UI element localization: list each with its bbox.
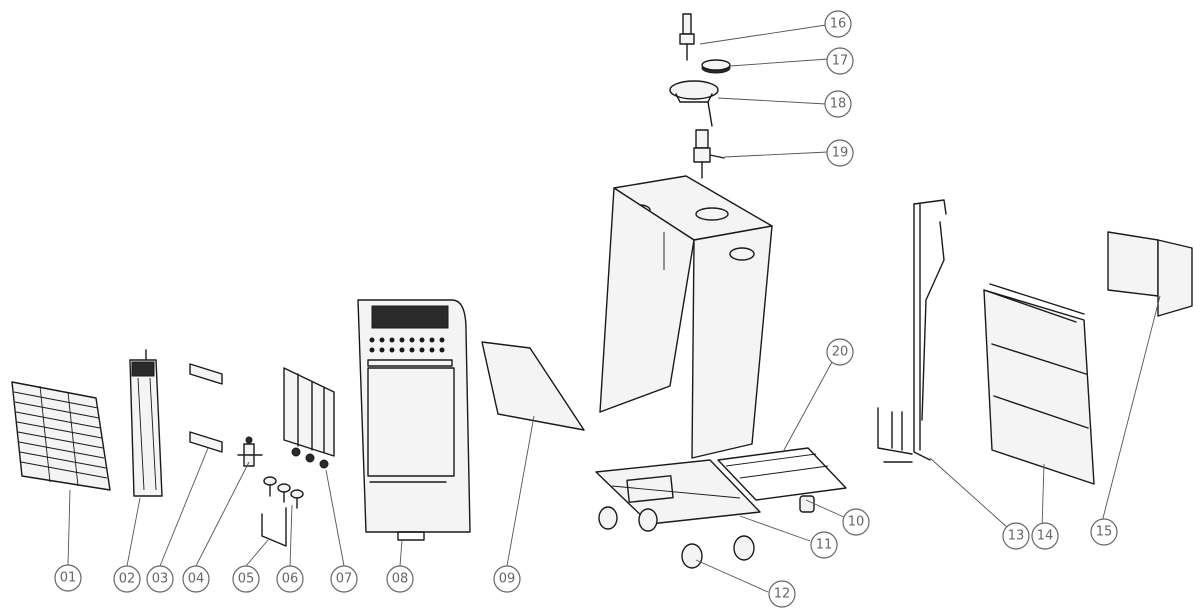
callout-label: 07 [336, 572, 353, 587]
part-16-pin [679, 13, 695, 61]
callout-03: 03 [146, 565, 174, 593]
callout-label: 14 [1037, 529, 1054, 544]
part-18-burner-cap [669, 80, 719, 127]
part-01-grille [11, 381, 111, 491]
callout-label: 09 [499, 572, 516, 587]
part-10-caster [799, 495, 815, 513]
callout-06: 06 [276, 565, 304, 593]
callout-18: 18 [824, 90, 852, 118]
callout-15: 15 [1090, 518, 1118, 546]
callout-label: 17 [832, 54, 849, 69]
callout-11: 11 [810, 531, 838, 559]
leader-lines [67, 24, 1161, 593]
callout-label: 03 [152, 572, 169, 587]
callout-13: 13 [1002, 522, 1030, 550]
callout-label: 05 [238, 572, 255, 587]
callout-08: 08 [386, 565, 414, 593]
part-14-rear-panel [983, 283, 1095, 485]
callout-10: 10 [842, 508, 870, 536]
part-12-wheels [598, 506, 755, 569]
callout-02: 02 [113, 565, 141, 593]
part-04-valve-fitting [237, 436, 263, 467]
callout-label: 15 [1096, 525, 1113, 540]
callout-09: 09 [493, 565, 521, 593]
part-06-control-knobs [263, 476, 304, 509]
callout-14: 14 [1031, 522, 1059, 550]
callout-01: 01 [54, 564, 82, 592]
callout-20: 20 [826, 338, 854, 366]
callout-16: 16 [824, 10, 852, 38]
callout-04: 04 [182, 565, 210, 593]
callout-label: 08 [392, 572, 409, 587]
callout-07: 07 [330, 565, 358, 593]
callout-17: 17 [826, 47, 854, 75]
part-07-control-module [283, 367, 335, 469]
part-20-base-frame [717, 447, 847, 501]
part-15-top-cover [1107, 231, 1193, 317]
callout-19: 19 [826, 139, 854, 167]
callout-label: 16 [830, 17, 847, 32]
callout-label: 11 [816, 538, 833, 553]
callout-label: 01 [60, 571, 77, 586]
callout-label: 19 [832, 146, 849, 161]
callout-label: 18 [830, 97, 847, 112]
main-housing [599, 175, 773, 459]
callout-12: 12 [768, 580, 796, 608]
callout-label: 04 [188, 572, 205, 587]
part-17-ring [701, 59, 731, 74]
callout-label: 06 [282, 572, 299, 587]
callout-label: 12 [774, 587, 791, 602]
part-03-brackets [189, 363, 223, 453]
callout-label: 02 [119, 572, 136, 587]
part-05-gas-pipe [261, 507, 287, 547]
callout-label: 13 [1008, 529, 1025, 544]
part-19-gas-valve [693, 129, 725, 179]
part-02-burner-housing [129, 349, 163, 497]
callout-label: 20 [832, 345, 849, 360]
callout-05: 05 [232, 565, 260, 593]
part-13-pipe-frame [877, 199, 947, 463]
part-09-side-panel [481, 341, 585, 431]
callout-label: 10 [848, 515, 865, 530]
part-08-front-panel [357, 299, 471, 541]
part-11-base-tray [595, 459, 761, 525]
